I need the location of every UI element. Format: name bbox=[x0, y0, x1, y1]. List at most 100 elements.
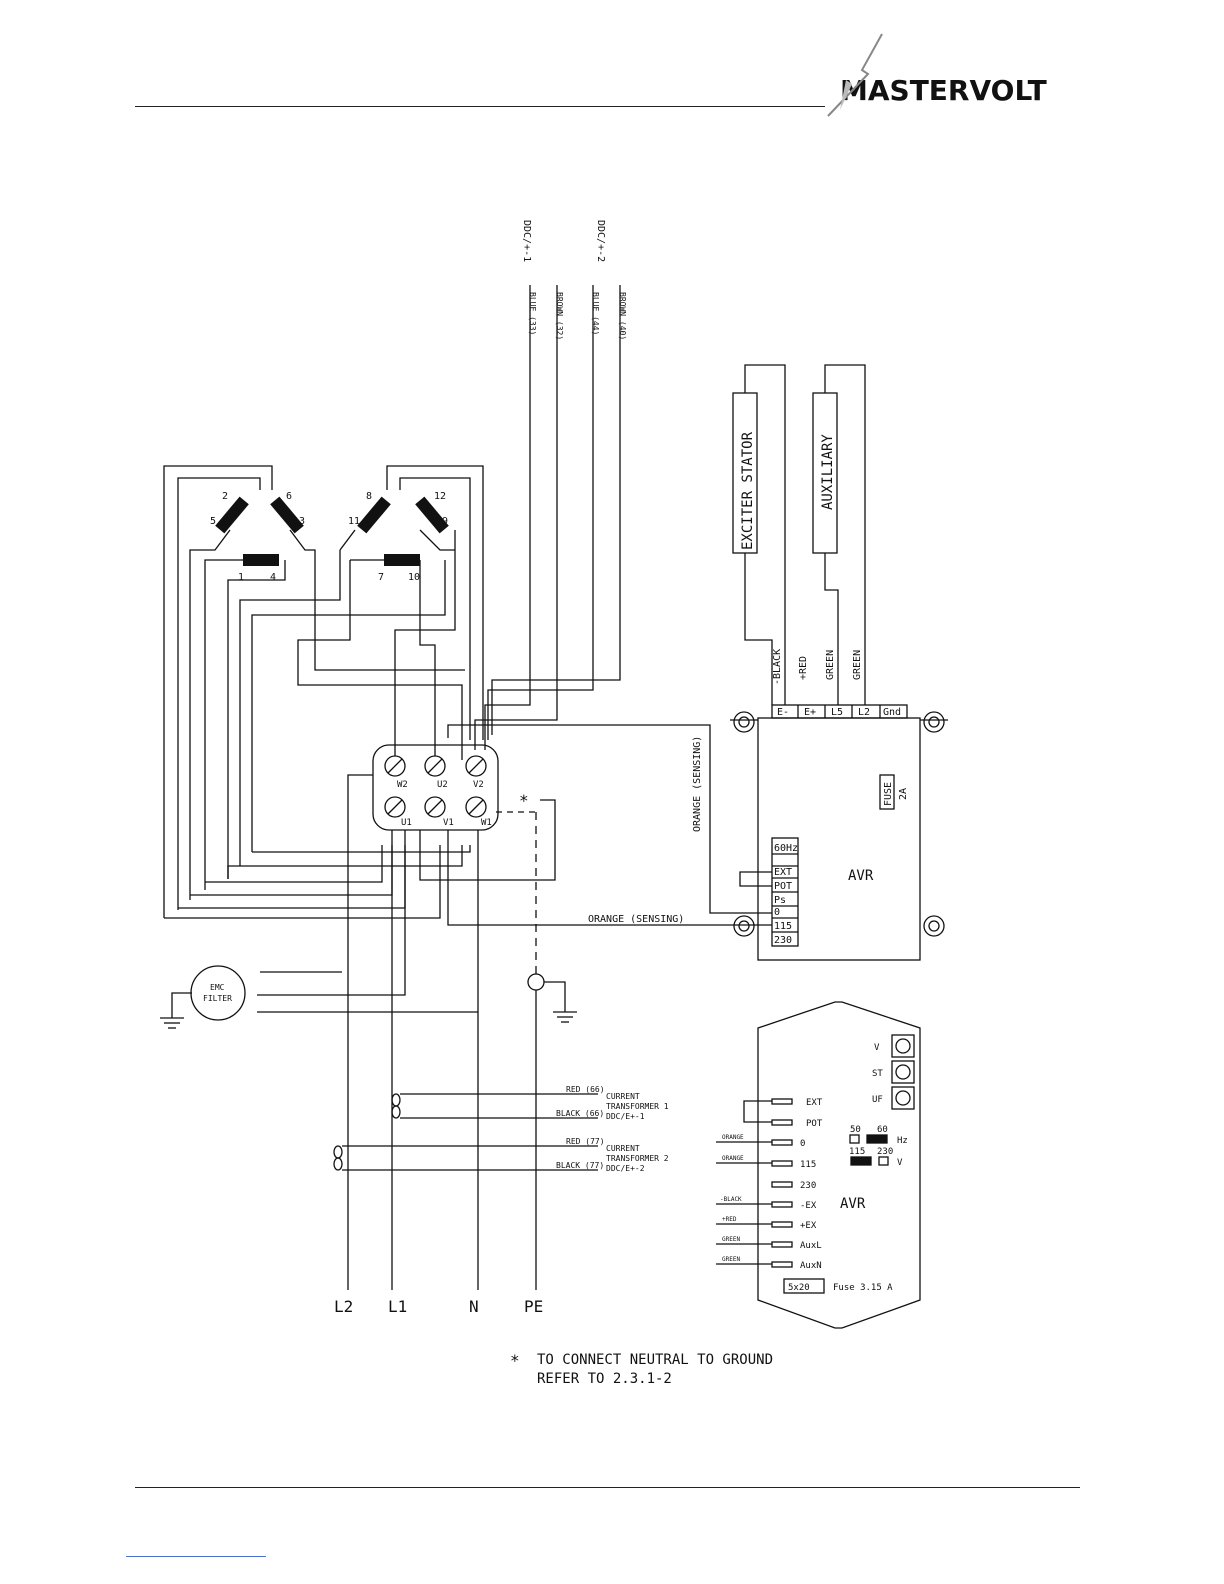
avr2-fuse-size: 5x20 bbox=[788, 1283, 810, 1293]
coil-number: 4 bbox=[270, 572, 276, 583]
cable2-wire-b: BROWN (40) bbox=[618, 292, 627, 340]
ct2-label: CURRENT bbox=[606, 1144, 640, 1153]
wire-red-label: +RED bbox=[798, 656, 809, 680]
wire-green-label: GREEN bbox=[852, 650, 863, 680]
avr2-pot-label: UF bbox=[872, 1095, 883, 1105]
avr2-terminal: EXT bbox=[806, 1098, 823, 1108]
avr1-fuse-label: FUSE bbox=[883, 782, 894, 806]
avr2-hz-label: 50 bbox=[850, 1125, 861, 1135]
coil-number: 1 bbox=[238, 572, 244, 583]
terminal-label: U2 bbox=[437, 780, 448, 790]
avr1-terminal: L5 bbox=[831, 707, 843, 718]
coil-number: 5 bbox=[210, 516, 216, 527]
avr2-wire-label: GREEN bbox=[722, 1256, 740, 1263]
coil-number: 11 bbox=[348, 516, 360, 527]
avr1-terminal: POT bbox=[774, 881, 792, 892]
neutral-ground-marker: * bbox=[519, 791, 529, 810]
emc-label: FILTER bbox=[203, 994, 232, 1003]
ct1-label: TRANSFORMER 1 bbox=[606, 1102, 669, 1111]
avr2-pot-label: ST bbox=[872, 1069, 883, 1079]
lightning-icon bbox=[827, 33, 883, 117]
note-marker: * bbox=[510, 1351, 520, 1370]
footer-link[interactable] bbox=[126, 1556, 266, 1557]
avr2-label: AVR bbox=[840, 1196, 866, 1212]
avr1-terminal: EXT bbox=[774, 867, 792, 878]
avr2-v-label: 115 bbox=[849, 1147, 865, 1157]
cable1-wire-a: BLUE (33) bbox=[528, 292, 537, 335]
header-rule bbox=[135, 106, 825, 107]
avr2-hz-label: Hz bbox=[897, 1136, 908, 1146]
avr1-label: AVR bbox=[848, 868, 874, 884]
ct2-label: DDC/E+-2 bbox=[606, 1164, 645, 1173]
coil-number: 3 bbox=[299, 516, 305, 527]
terminal-label: V2 bbox=[473, 780, 484, 790]
auxiliary-label: AUXILIARY bbox=[820, 434, 836, 510]
avr2-wire-label: ORANGE bbox=[722, 1134, 744, 1141]
coil-number: 7 bbox=[378, 572, 384, 583]
coil-number: 6 bbox=[286, 491, 292, 502]
ct2-red-label: RED (77) bbox=[566, 1137, 605, 1146]
avr1-terminal: E- bbox=[777, 707, 789, 718]
avr2-terminal: -EX bbox=[800, 1201, 817, 1211]
wire-green-label: GREEN bbox=[825, 650, 836, 680]
note-line: REFER TO 2.3.1-2 bbox=[537, 1371, 672, 1387]
avr2-v-label: 230 bbox=[877, 1147, 893, 1157]
avr2-terminal: 230 bbox=[800, 1181, 816, 1191]
cable1-wire-b: BROWN (32) bbox=[555, 292, 564, 340]
exciter-stator-label: EXCITER STATOR bbox=[740, 431, 756, 550]
orange-sensing-label: ORANGE (SENSING) bbox=[692, 736, 703, 832]
coil-number: 2 bbox=[222, 491, 228, 502]
avr2-terminal: AuxL bbox=[800, 1241, 822, 1251]
orange-sensing-label: ORANGE (SENSING) bbox=[588, 914, 684, 925]
avr1-fuse-value: 2A bbox=[898, 788, 909, 800]
cable2-wire-a: BLUE (44) bbox=[591, 292, 600, 335]
wire-black-label: -BLACK bbox=[772, 649, 783, 685]
avr1-terminal: L2 bbox=[858, 707, 870, 718]
ct2-label: TRANSFORMER 2 bbox=[606, 1154, 669, 1163]
avr2-fuse-text: Fuse 3.15 A bbox=[833, 1283, 893, 1293]
avr2-terminal: AuxN bbox=[800, 1261, 822, 1271]
terminal-label: W2 bbox=[397, 780, 408, 790]
terminal-label: V1 bbox=[443, 818, 454, 828]
avr1-terminal: Gnd bbox=[883, 707, 901, 718]
ct1-label: DDC/E+-1 bbox=[606, 1112, 645, 1121]
line-label-pe: PE bbox=[524, 1297, 543, 1316]
brand-logo: MASTERVOLT bbox=[840, 74, 1047, 107]
line-label-n: N bbox=[469, 1297, 479, 1316]
avr1-terminal: Ps bbox=[774, 895, 786, 906]
avr2-pot-label: V bbox=[874, 1043, 880, 1053]
ct1-black-label: BLACK (66) bbox=[556, 1109, 604, 1118]
avr1-terminal: 230 bbox=[774, 935, 792, 946]
cable1-label: DDC/+-1 bbox=[521, 220, 532, 262]
avr1-terminal: 115 bbox=[774, 921, 792, 932]
coil-number: 10 bbox=[408, 572, 420, 583]
avr2-v-label: V bbox=[897, 1158, 903, 1168]
coil-number: 8 bbox=[366, 491, 372, 502]
coil-number: 9 bbox=[442, 516, 448, 527]
avr1-terminal: 60Hz bbox=[774, 843, 798, 854]
avr2-hz-label: 60 bbox=[877, 1125, 888, 1135]
coil-number: 12 bbox=[434, 491, 446, 502]
emc-label: EMC bbox=[210, 983, 225, 992]
note-line: TO CONNECT NEUTRAL TO GROUND bbox=[537, 1352, 773, 1368]
line-label-l1: L1 bbox=[388, 1297, 407, 1316]
cable2-label: DDC/+-2 bbox=[595, 220, 606, 262]
avr2-wire-label: GREEN bbox=[722, 1236, 740, 1243]
avr2-wire-label: +RED bbox=[722, 1216, 737, 1223]
ct1-label: CURRENT bbox=[606, 1092, 640, 1101]
avr1-terminal: 0 bbox=[774, 907, 780, 918]
avr1-terminal: E+ bbox=[804, 707, 816, 718]
terminal-label: W1 bbox=[481, 818, 492, 828]
avr2-wire-label: -BLACK bbox=[720, 1196, 742, 1203]
avr2-terminal: 115 bbox=[800, 1160, 816, 1170]
avr2-terminal: 0 bbox=[800, 1139, 805, 1149]
terminal-label: U1 bbox=[401, 818, 412, 828]
avr2-wire-label: ORANGE bbox=[722, 1155, 744, 1162]
footer-rule bbox=[135, 1487, 1080, 1488]
line-label-l2: L2 bbox=[334, 1297, 353, 1316]
ct2-black-label: BLACK (77) bbox=[556, 1161, 604, 1170]
avr2-terminal: +EX bbox=[800, 1221, 817, 1231]
avr2-terminal: POT bbox=[806, 1119, 823, 1129]
